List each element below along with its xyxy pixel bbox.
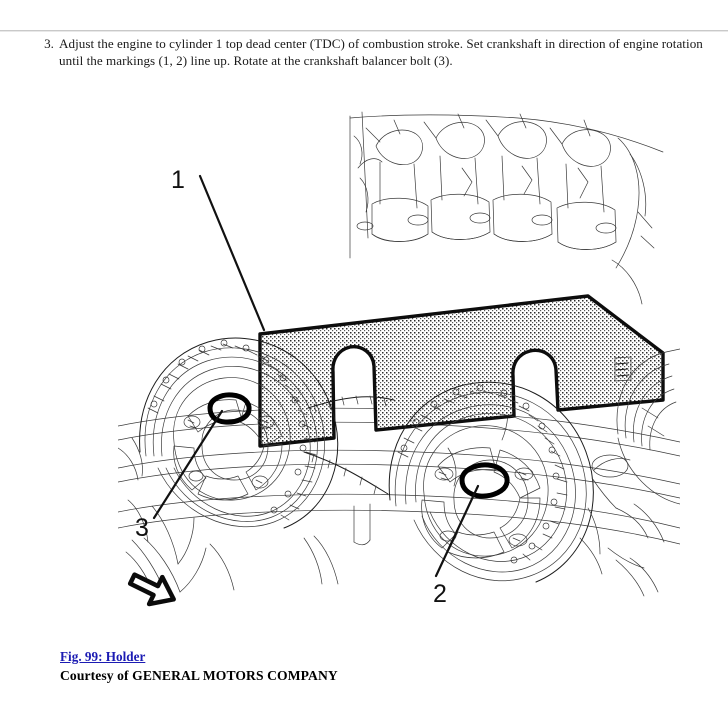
step-text: Adjust the engine to cylinder 1 top dead… [59,36,703,68]
callout-label-3: 3 [135,514,149,542]
leader-line-2 [434,484,480,578]
timing-chain [303,395,395,495]
leader-line-1 [198,174,266,332]
engine-timing-diagram: 1 3 2 [118,111,680,608]
right-accessory-pulley [579,348,680,597]
figure-courtesy: Courtesy of GENERAL MOTORS COMPANY [60,668,338,683]
cylinder-head-assembly [349,111,664,305]
callout-label-2: 2 [433,580,447,608]
figure-illustration: 1 3 2 [118,108,680,620]
engine-block-rails [118,389,680,565]
callout-leaders [152,174,480,578]
procedure-step: 3. Adjust the engine to cylinder 1 top d… [40,36,720,69]
lower-left-bracket [125,535,339,593]
timing-mark-left [207,392,252,425]
callout-label-1: 1 [171,166,185,194]
timing-mark-right [459,462,510,499]
right-camshaft-sprocket [388,381,594,583]
header-divider [0,30,728,32]
figure-caption: Fig. 99: Holder Courtesy of GENERAL MOTO… [60,648,680,684]
leader-line-3 [152,409,224,520]
figure-link[interactable]: Fig. 99: Holder [60,649,146,664]
rotation-direction-arrow [127,572,176,607]
step-number: 3. [44,36,54,51]
camshaft-holder-tool [258,294,665,448]
